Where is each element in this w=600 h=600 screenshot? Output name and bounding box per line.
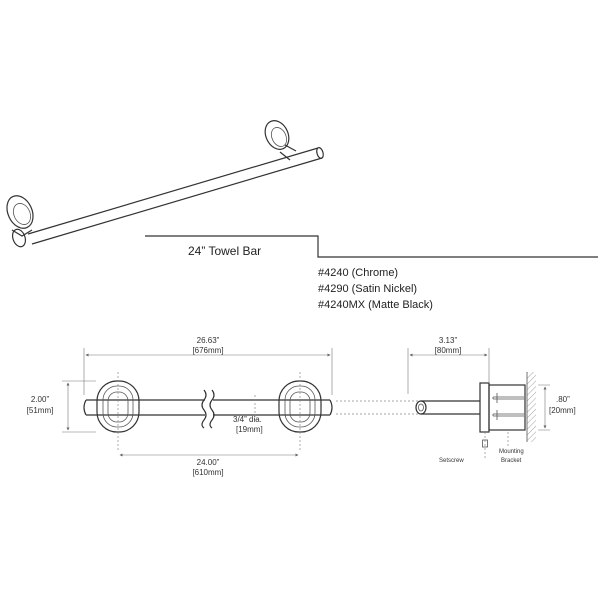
side-elevation: [336, 372, 536, 458]
bracket-label: Bracket: [501, 458, 522, 464]
mounting-label: Mounting: [499, 449, 524, 455]
perspective-bar: [27, 147, 324, 245]
break-symbol: [201, 389, 215, 429]
dim-bar-diameter: 3/4” dia. [19mm]: [233, 415, 263, 434]
wall-hatch: [527, 372, 536, 442]
dim-flange-height: 2.00” [51mm]: [27, 380, 96, 433]
flange-height-value: 2.00”: [31, 395, 50, 404]
finish-satin-nickel: #4290 (Satin Nickel): [318, 283, 417, 295]
center-to-center-value: 24.00”: [197, 458, 220, 467]
dim-projection: 3.13” [80mm]: [407, 336, 490, 394]
bar-diameter-mm: [19mm]: [236, 425, 263, 434]
projection-mm: [80mm]: [435, 346, 462, 355]
finish-matte-black: #4240MX (Matte Black): [318, 299, 433, 311]
callout-setscrew: Setscrew: [439, 439, 488, 464]
bracket-depth-value: .80”: [556, 395, 570, 404]
left-flange: [6, 195, 34, 248]
bracket-depth-mm: [20mm]: [549, 406, 576, 415]
setscrew-label: Setscrew: [439, 458, 464, 464]
bar-diameter-value: 3/4” dia.: [233, 415, 262, 424]
perspective-view: [6, 120, 324, 248]
mounting-screws: [492, 393, 524, 420]
flange-height-mm: [51mm]: [27, 406, 54, 415]
projection-value: 3.13”: [439, 336, 458, 345]
overall-length-mm: [676mm]: [192, 346, 223, 355]
dim-overall-length: 26.63” [676mm]: [83, 336, 333, 395]
right-flange: [264, 120, 297, 161]
dim-bracket-depth: .80” [20mm]: [538, 384, 576, 431]
title-step-line: [145, 235, 598, 258]
product-title: 24” Towel Bar: [188, 244, 261, 258]
callout-mounting-bracket: Mounting Bracket: [499, 449, 524, 464]
finish-chrome: #4240 (Chrome): [318, 267, 398, 279]
overall-length-value: 26.63”: [197, 336, 220, 345]
dim-center-to-center: 24.00” [610mm]: [119, 453, 299, 477]
center-to-center-mm: [610mm]: [192, 468, 223, 477]
front-elevation: [83, 372, 333, 450]
